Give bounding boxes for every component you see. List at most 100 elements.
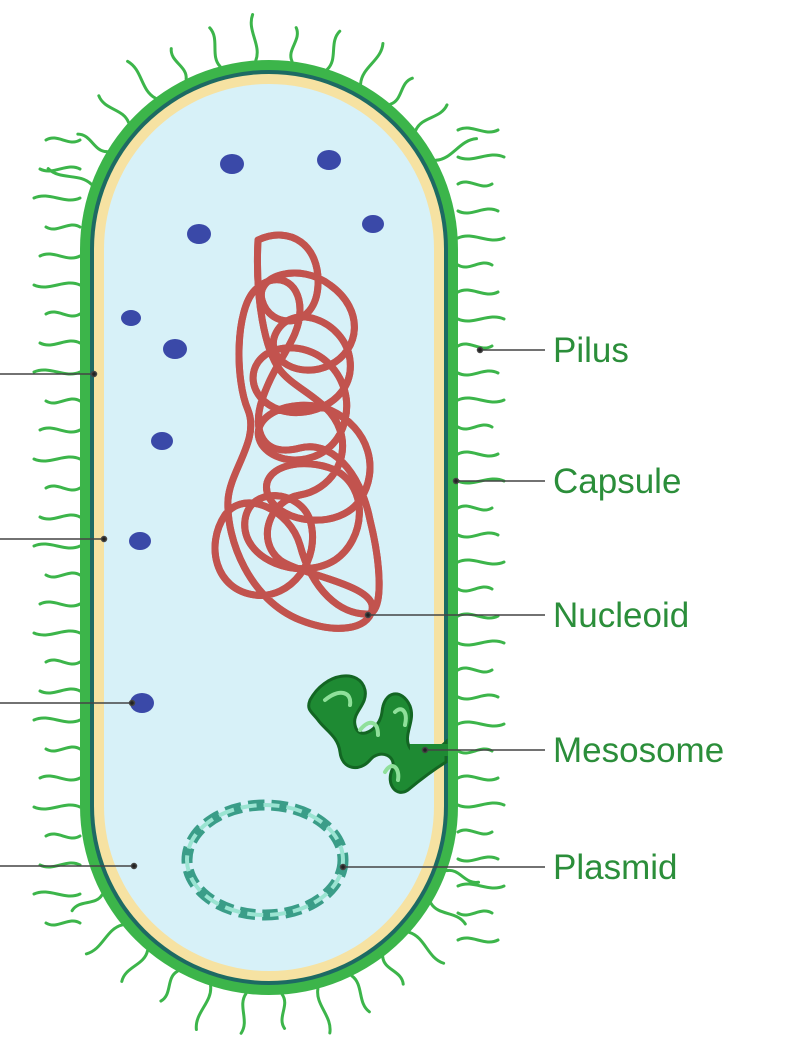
pilus-strand — [86, 925, 122, 954]
pilus-strand — [458, 290, 498, 294]
ribosome — [317, 150, 341, 170]
pilus-strand — [34, 457, 80, 461]
pilus-strand — [352, 976, 370, 1012]
pilus-strand — [458, 560, 504, 564]
leader-dot — [102, 537, 107, 542]
pilus-strand — [171, 49, 186, 80]
pilus-strand — [196, 986, 210, 1030]
pilus-strand — [458, 182, 492, 186]
leader-dot — [92, 372, 97, 377]
pilus-strand — [458, 641, 504, 645]
pilus-strand — [46, 138, 80, 142]
pilus-strand — [458, 209, 498, 213]
pilus-strand — [72, 895, 102, 911]
ribosome — [121, 310, 141, 326]
pilus-strand — [40, 776, 80, 780]
pilus-strand — [318, 989, 331, 1033]
pilus-strand — [458, 857, 498, 861]
pilus-strand — [458, 317, 504, 321]
pilus-strand — [458, 128, 498, 132]
ribosome — [151, 432, 173, 450]
pilus-strand — [78, 134, 107, 152]
pilus-strand — [40, 428, 80, 432]
pilus-strand — [458, 344, 492, 348]
pilus-strand — [458, 398, 504, 402]
pilus-strand — [458, 695, 498, 699]
pilus-strand — [34, 283, 80, 287]
leader-dot — [130, 701, 135, 706]
pilus-strand — [390, 78, 412, 104]
pilus-strand — [458, 587, 492, 591]
pilus-strand — [46, 660, 80, 664]
pilus-strand — [458, 236, 504, 240]
pilus-strand — [458, 938, 498, 942]
label-pilus: Pilus — [553, 331, 629, 370]
pilus-strand — [458, 830, 492, 834]
ribosome — [187, 224, 211, 244]
pilus-strand — [34, 805, 80, 809]
pilus-strand — [99, 96, 129, 123]
leader-dot — [478, 348, 483, 353]
leader-dot — [423, 748, 428, 753]
leader-dot — [341, 865, 346, 870]
pilus-strand — [40, 689, 80, 693]
pilus-strand — [409, 932, 443, 963]
pilus-strand — [458, 263, 492, 267]
pilus-strand — [361, 43, 383, 83]
leader-dot — [454, 479, 459, 484]
pilus-strand — [458, 371, 498, 375]
leader-dot — [132, 864, 137, 869]
pilus-strand — [383, 957, 403, 984]
pilus-strand — [241, 994, 246, 1034]
ribosome — [129, 532, 151, 550]
label-plasmid: Plasmid — [553, 848, 677, 887]
pilus-strand — [327, 31, 339, 69]
pilus-strand — [40, 167, 80, 171]
ribosome — [163, 339, 187, 359]
pilus-strand — [447, 870, 479, 882]
pilus-strand — [458, 425, 492, 429]
pilus-strand — [46, 747, 80, 751]
pilus-strand — [458, 803, 504, 807]
pilus-strand — [34, 631, 80, 635]
label-nucleoid: Nucleoid — [553, 596, 689, 635]
pilus-strand — [34, 718, 80, 722]
pilus-strand — [458, 722, 504, 726]
pilus-strand — [46, 834, 80, 838]
pilus-strand — [46, 486, 80, 490]
pilus-strand — [40, 602, 80, 606]
pilus-strand — [458, 506, 492, 510]
pilus-strand — [46, 573, 80, 577]
pilus-strand — [46, 921, 80, 925]
pilus-strand — [458, 452, 498, 456]
label-mesosome: Mesosome — [553, 731, 724, 770]
pilus-strand — [122, 951, 148, 982]
pilus-strand — [161, 971, 177, 1001]
pilus-strand — [458, 911, 492, 915]
label-capsule: Capsule — [553, 462, 681, 501]
pilus-strand — [416, 105, 447, 130]
pilus-strand — [40, 254, 80, 258]
pilus-strand — [34, 196, 80, 200]
pilus-strand — [46, 399, 80, 403]
pilus-strand — [128, 61, 156, 98]
pilus-strand — [458, 884, 504, 888]
pilus-strand — [458, 776, 498, 780]
ribosome — [220, 154, 244, 174]
pilus-strand — [458, 533, 498, 537]
ribosome — [362, 215, 384, 233]
labels: Pilus Capsule Nucleoid Mesosome Plasmid — [553, 331, 724, 887]
leader-dot — [366, 613, 371, 618]
pilus-strand — [34, 892, 80, 896]
pilus-strand — [34, 544, 80, 548]
pilus-strand — [458, 155, 504, 159]
pilus-strand — [458, 668, 492, 672]
pilus-strand — [251, 15, 257, 61]
pilus-strand — [210, 28, 220, 67]
pilus-strand — [40, 341, 80, 345]
pilus-strand — [291, 28, 298, 62]
pilus-strand — [436, 139, 477, 161]
pilus-strand — [46, 312, 80, 316]
pilus-strand — [40, 515, 80, 519]
